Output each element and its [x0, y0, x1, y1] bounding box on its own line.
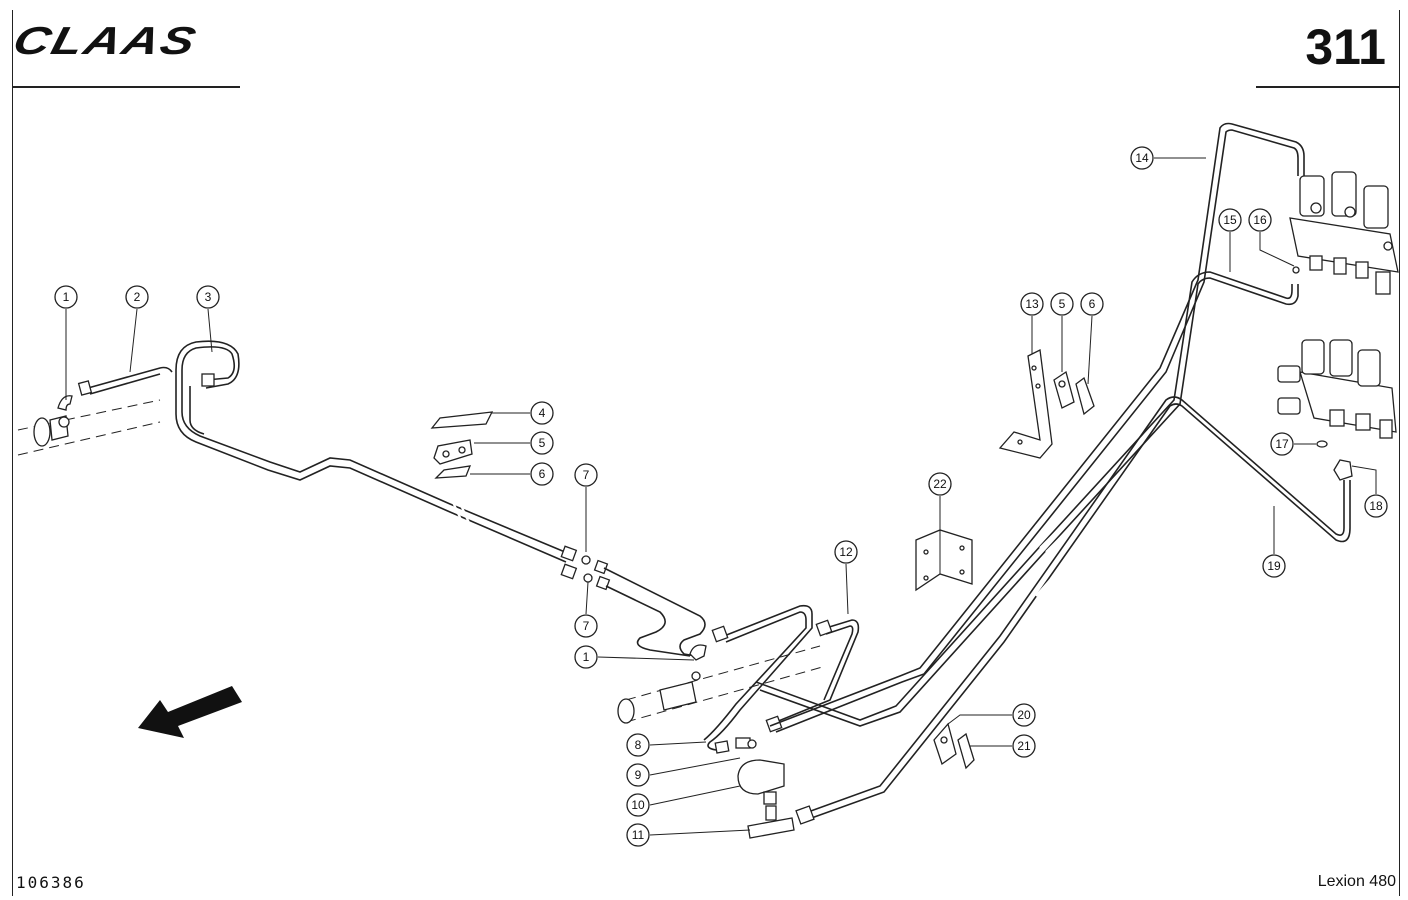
callout-15: 15	[1218, 208, 1242, 232]
part-16-oring	[1292, 266, 1300, 274]
part-10-tee-block	[737, 759, 785, 805]
part-6-clip	[434, 465, 472, 479]
header-rule-right	[1256, 86, 1400, 88]
part-17-oring	[1316, 440, 1328, 448]
part-18-nut	[1333, 459, 1353, 481]
part-5-clamp-right	[1053, 370, 1075, 409]
svg-text:16: 16	[1253, 213, 1267, 227]
callout-11: 11	[626, 823, 650, 847]
pipe-14	[769, 122, 1305, 733]
part-21-clip	[957, 732, 975, 770]
direction-arrow-icon	[138, 686, 242, 738]
lower-cylinder	[617, 644, 827, 724]
svg-text:10: 10	[631, 798, 645, 812]
svg-text:13: 13	[1025, 297, 1039, 311]
page-number: 311	[1305, 19, 1386, 75]
fittings-7	[560, 545, 611, 591]
svg-text:5: 5	[1059, 297, 1066, 311]
svg-text:9: 9	[635, 768, 642, 782]
callout-1-lower: 1	[574, 645, 598, 669]
callout-7-top: 7	[574, 463, 598, 487]
svg-text:21: 21	[1017, 739, 1031, 753]
valve-block-lower	[1277, 339, 1397, 439]
svg-text:2: 2	[134, 290, 141, 304]
callout-5: 5	[530, 431, 554, 455]
model-name: Lexion 480	[1317, 873, 1396, 890]
part-22-bracket	[915, 529, 973, 592]
svg-text:7: 7	[583, 619, 590, 633]
callout-20: 20	[1012, 703, 1036, 727]
header-rule-left	[12, 86, 240, 88]
callout-16: 16	[1248, 208, 1272, 232]
callout-19: 19	[1262, 554, 1286, 578]
leader-lines	[65, 157, 1377, 836]
callout-4: 4	[530, 401, 554, 425]
callout-22: 22	[928, 472, 952, 496]
svg-text:20: 20	[1017, 708, 1031, 722]
svg-text:19: 19	[1267, 559, 1281, 573]
part-20-clamp	[933, 722, 957, 766]
valve-block-upper	[1289, 171, 1399, 295]
callout-6: 6	[530, 462, 554, 486]
part-6-clip-right	[1075, 376, 1095, 416]
pipe-12	[765, 619, 860, 733]
callout-17: 17	[1270, 432, 1294, 456]
svg-text:18: 18	[1369, 499, 1383, 513]
svg-text:14: 14	[1135, 151, 1149, 165]
drawing-frame	[12, 10, 1400, 896]
part-4-plate	[430, 411, 494, 429]
callout-5-right: 5	[1050, 292, 1074, 316]
part-11-tee	[747, 805, 795, 839]
pipe-3-main	[175, 340, 567, 563]
callout-6-right: 6	[1080, 292, 1104, 316]
svg-text:5: 5	[539, 436, 546, 450]
part-9-fitting	[735, 737, 757, 749]
svg-text:3: 3	[205, 290, 212, 304]
svg-text:12: 12	[839, 545, 853, 559]
callout-7-bottom: 7	[574, 614, 598, 638]
svg-text:4: 4	[539, 406, 546, 420]
svg-text:7: 7	[583, 468, 590, 482]
left-cylinder	[17, 399, 161, 456]
callout-13: 13	[1020, 292, 1044, 316]
pipe-2	[57, 366, 173, 411]
pipe-8	[703, 604, 813, 754]
part-5-clamp	[433, 439, 473, 465]
svg-text:1: 1	[63, 290, 70, 304]
callout-9: 9	[626, 763, 650, 787]
callout-14: 14	[1130, 146, 1154, 170]
svg-text:22: 22	[933, 477, 947, 491]
part-13-bracket	[998, 349, 1053, 459]
svg-text:11: 11	[632, 828, 645, 842]
callout-10: 10	[626, 793, 650, 817]
svg-text:15: 15	[1223, 213, 1237, 227]
callout-1: 1	[54, 285, 78, 309]
callouts: 1 2 3 4 5 6 7 7 1 8 9 10 11 12 13 5 6 14…	[54, 146, 1388, 847]
callout-2: 2	[125, 285, 149, 309]
callout-8: 8	[626, 733, 650, 757]
pipe-19	[795, 396, 1351, 825]
document-number: 106386	[16, 873, 86, 892]
pipe-15	[755, 271, 1299, 727]
svg-text:1: 1	[583, 650, 590, 664]
break-marks	[450, 499, 472, 526]
callout-21: 21	[1012, 734, 1036, 758]
pipe-7-to-cylinder	[603, 567, 706, 657]
svg-text:8: 8	[635, 738, 642, 752]
svg-text:6: 6	[1089, 297, 1096, 311]
svg-text:6: 6	[539, 467, 546, 481]
callout-3: 3	[196, 285, 220, 309]
callout-18: 18	[1364, 494, 1388, 518]
svg-text:17: 17	[1275, 437, 1289, 451]
callout-12: 12	[834, 540, 858, 564]
